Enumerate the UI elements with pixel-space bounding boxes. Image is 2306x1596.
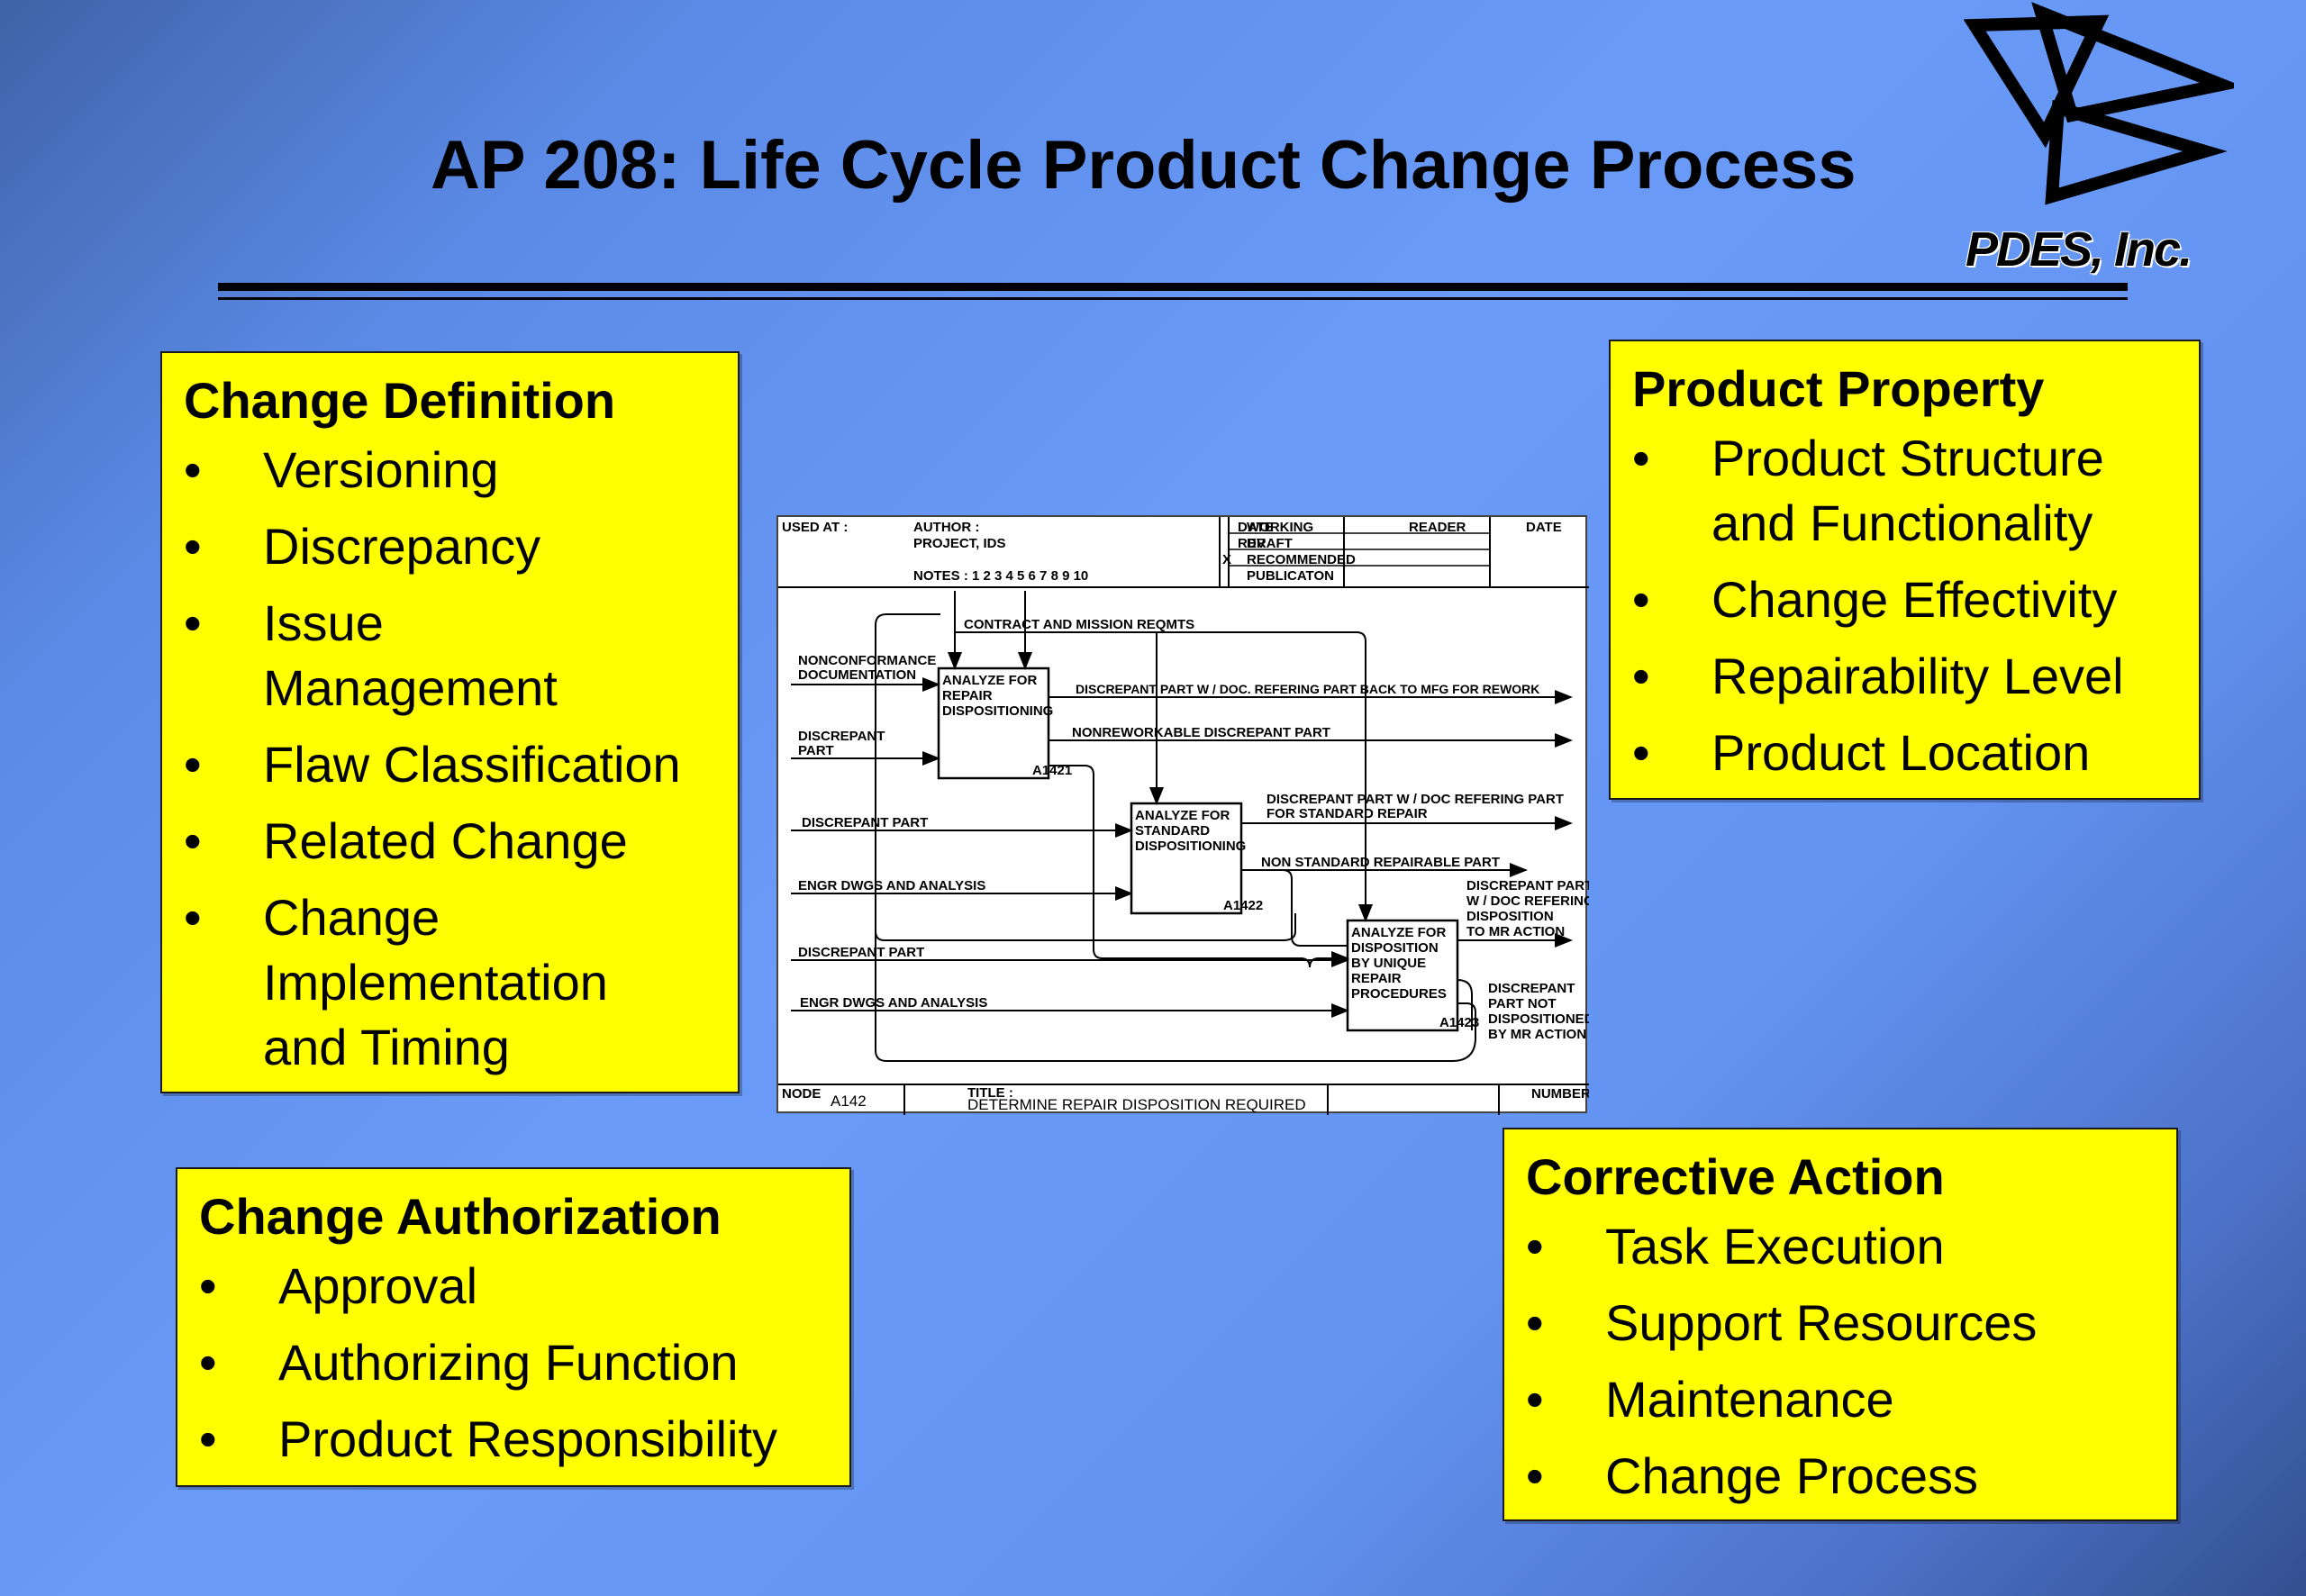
box1-line3: DISPOSITIONING [942,703,1053,719]
pdes-triangles-logo-icon [1964,2,2234,205]
label-out2: NONREWORKABLE DISCREPANT PART [1072,725,1330,740]
box1-id: A1421 [1032,763,1072,778]
label-out4: NON STANDARD REPAIRABLE PART [1261,855,1500,870]
box3-line1: ANALYZE FOR [1351,925,1446,940]
footer-title-label: TITLE : [967,1085,1013,1101]
header-reader: READER [1409,520,1466,535]
list-item: Task Execution [1526,1214,2155,1279]
list-item: Product Structure and Functionality [1632,426,2177,556]
corrective-action-heading: Corrective Action [1526,1148,1945,1205]
diagram-header [778,517,1589,1115]
label-in1a: NONCONFORMANCE [798,653,936,668]
list-item: Flaw Classification [184,732,716,797]
label-out5a: DISCREPANT PART [1466,878,1589,893]
label-in5: DISCREPANT PART [798,945,924,960]
diagram-arrows [791,591,1573,1062]
label-out3a: DISCREPANT PART W / DOC REFERING PART [1266,792,1564,807]
list-item: Repairability Level [1632,644,2177,709]
label-in3: DISCREPANT PART [802,815,928,830]
box2-line2: STANDARD [1135,823,1210,839]
list-item: Issue Management [184,591,716,721]
list-item: Product Responsibility [199,1407,828,1472]
label-out6c: DISPOSITIONED [1488,1011,1589,1027]
label-out6a: DISCREPANT [1488,981,1575,996]
footer-title: DETERMINE REPAIR DISPOSITION REQUIRED [967,1096,1306,1113]
box1-line2: REPAIR [942,688,993,703]
box3-id: A1423 [1439,1015,1479,1030]
box2-line1: ANALYZE FOR [1135,808,1230,823]
list-item: Authorizing Function [199,1330,828,1395]
list-item: Discrepancy [184,514,716,579]
change-definition-list: Versioning Discrepancy Issue Management … [184,438,716,1080]
footer-number-label: NUMBER [1531,1086,1589,1102]
header-date2: DATE [1526,520,1562,535]
label-in1b: DOCUMENTATION [798,667,916,683]
header-rev: REV [1238,536,1266,551]
change-definition-box: Change Definition Versioning Discrepancy… [160,351,740,1093]
label-in6: ENGR DWGS AND ANALYSIS [800,995,987,1011]
corrective-action-box: Corrective Action Task Execution Support… [1503,1128,2178,1521]
label-out5b: W / DOC REFERING [1466,893,1589,909]
change-authorization-box: Change Authorization Approval Authorizin… [176,1167,851,1487]
change-authorization-list: Approval Authorizing Function Product Re… [199,1254,828,1472]
list-item: Change Effectivity [1632,567,2177,632]
header-recommended-mark: X [1222,552,1231,567]
title-rule-thick [218,283,2128,291]
header-project: PROJECT, IDS [913,536,1006,551]
header-publication: PUBLICATON [1247,568,1334,584]
label-in4: ENGR DWGS AND ANALYSIS [798,878,985,893]
label-out5d: TO MR ACTION [1466,924,1565,939]
box2-id: A1422 [1223,898,1263,913]
box2-line3: DISPOSITIONING [1135,839,1246,854]
activity-box-a1421 [937,667,1050,780]
list-item: Product Location [1632,721,2177,785]
corrective-action-list: Task Execution Support Resources Mainten… [1526,1214,2155,1509]
product-property-list: Product Structure and Functionality Chan… [1632,426,2177,785]
label-in2b: PART [798,743,834,758]
label-out3b: FOR STANDARD REPAIR [1266,806,1428,821]
pdes-logo-text: PDES, Inc. [1966,222,2193,277]
change-authorization-heading: Change Authorization [199,1188,722,1245]
header-recommended: RECOMMENDED [1247,552,1356,567]
list-item: Change Implementation and Timing [184,885,716,1080]
label-out6d: BY MR ACTION [1488,1027,1586,1042]
label-out1: DISCREPANT PART W / DOC. REFERING PART B… [1076,682,1539,696]
idef0-diagram-svg: USED AT : AUTHOR : PROJECT, IDS NOTES : … [778,517,1589,1115]
list-item: Maintenance [1526,1367,2155,1432]
label-out6b: PART NOT [1488,996,1557,1011]
header-draft: DRAFT [1247,536,1293,551]
idef0-diagram: USED AT : AUTHOR : PROJECT, IDS NOTES : … [776,515,1589,1115]
list-item: Support Resources [1526,1291,2155,1356]
box1-line1: ANALYZE FOR [942,673,1037,688]
activity-box-a1423 [1346,919,1459,1032]
list-item: Approval [199,1254,828,1319]
product-property-box: Product Property Product Structure and F… [1609,340,2201,800]
title-rule-thin [218,297,2128,300]
activity-box-a1422 [1130,802,1243,915]
header-used-at: USED AT : [782,520,848,535]
header-date: DATE [1238,520,1274,535]
label-control: CONTRACT AND MISSION REQMTS [964,617,1194,632]
label-out5c: DISPOSITION [1466,909,1554,924]
label-in2a: DISCREPANT [798,729,885,744]
header-author: AUTHOR : [913,520,979,535]
list-item: Change Process [1526,1444,2155,1509]
footer-node-label: NODE [782,1086,821,1102]
change-definition-heading: Change Definition [184,372,616,429]
box3-line3: BY UNIQUE [1351,956,1426,971]
page-title: AP 208: Life Cycle Product Change Proces… [431,127,1857,204]
list-item: Related Change [184,809,716,874]
header-working: WORKING [1247,520,1313,535]
product-property-heading: Product Property [1632,360,2045,417]
box3-line2: DISPOSITION [1351,940,1439,956]
footer-node: A142 [831,1093,867,1110]
header-notes: NOTES : 1 2 3 4 5 6 7 8 9 10 [913,568,1088,584]
box3-line5: PROCEDURES [1351,986,1447,1002]
list-item: Versioning [184,438,716,503]
box3-line4: REPAIR [1351,971,1402,986]
